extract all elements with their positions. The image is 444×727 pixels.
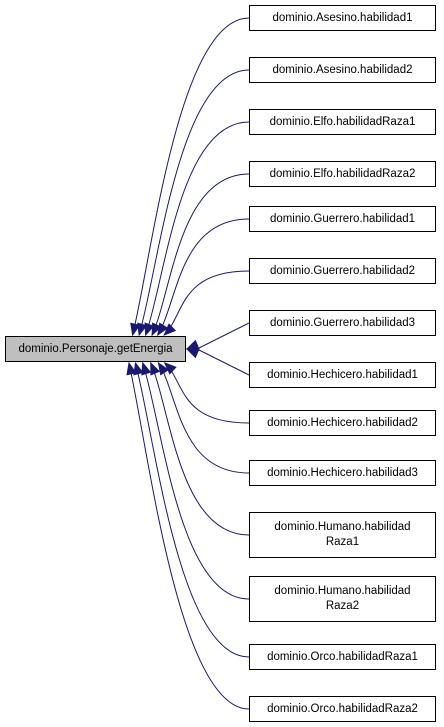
edge-humano1-to-getEnergia (150, 362, 250, 536)
edge-arrowhead-orco2 (126, 361, 137, 376)
edge-hechicero2-to-getEnergia (164, 362, 250, 424)
edge-arrowhead-asesino2 (137, 322, 148, 337)
edge-hechicero1-to-getEnergia (196, 348, 250, 376)
edge-asesino1-to-getEnergia (132, 17, 250, 336)
node-orco1[interactable]: dominio.Orco.habilidadRaza1 (249, 644, 436, 670)
edge-arrowhead-hechicero3 (157, 361, 170, 376)
node-humano1[interactable]: dominio.Humano.habilidad Raza1 (249, 512, 436, 558)
edge-arrowhead-guerrero3 (185, 339, 200, 350)
edge-humano2-to-getEnergia (142, 362, 250, 600)
node-guerrero2[interactable]: dominio.Guerrero.habilidad2 (249, 258, 436, 284)
edge-arrowhead-humano2 (141, 361, 152, 376)
edge-elfo2-to-getEnergia (151, 173, 250, 336)
node-hechicero3[interactable]: dominio.Hechicero.habilidad3 (249, 460, 436, 486)
node-asesino2[interactable]: dominio.Asesino.habilidad2 (249, 57, 436, 83)
edge-arrowhead-hechicero2 (163, 362, 177, 375)
edge-arrowhead-elfo1 (144, 322, 155, 337)
edge-orco2-to-getEnergia (128, 362, 250, 710)
node-orco2[interactable]: dominio.Orco.habilidadRaza2 (249, 696, 436, 722)
edge-arrowhead-asesino1 (130, 322, 141, 337)
edge-guerrero3-to-getEnergia (196, 322, 250, 350)
edge-arrowhead-guerrero1 (157, 322, 169, 337)
node-hechicero2[interactable]: dominio.Hechicero.habilidad2 (249, 410, 436, 436)
node-guerrero3[interactable]: dominio.Guerrero.habilidad3 (249, 310, 436, 336)
node-hechicero1[interactable]: dominio.Hechicero.habilidad1 (249, 362, 436, 388)
edge-guerrero1-to-getEnergia (157, 218, 250, 336)
node-asesino1[interactable]: dominio.Asesino.habilidad1 (249, 5, 436, 31)
edge-arrowhead-orco1 (133, 361, 144, 376)
node-elfo2[interactable]: dominio.Elfo.habilidadRaza2 (249, 161, 436, 187)
node-getEnergia[interactable]: dominio.Personaje.getEnergia (5, 336, 186, 362)
node-elfo1[interactable]: dominio.Elfo.habilidadRaza1 (249, 109, 436, 135)
edge-asesino2-to-getEnergia (138, 69, 250, 336)
edge-hechicero3-to-getEnergia (158, 362, 250, 474)
edge-guerrero2-to-getEnergia (163, 270, 250, 336)
edge-arrowhead-elfo2 (151, 322, 162, 337)
edge-elfo1-to-getEnergia (145, 121, 250, 336)
edge-orco1-to-getEnergia (135, 362, 250, 658)
edge-arrowhead-guerrero2 (163, 323, 177, 336)
node-guerrero1[interactable]: dominio.Guerrero.habilidad1 (249, 206, 436, 232)
node-humano2[interactable]: dominio.Humano.habilidad Raza2 (249, 576, 436, 622)
edge-arrowhead-hechicero1 (185, 348, 200, 359)
edge-arrowhead-humano1 (150, 361, 161, 376)
